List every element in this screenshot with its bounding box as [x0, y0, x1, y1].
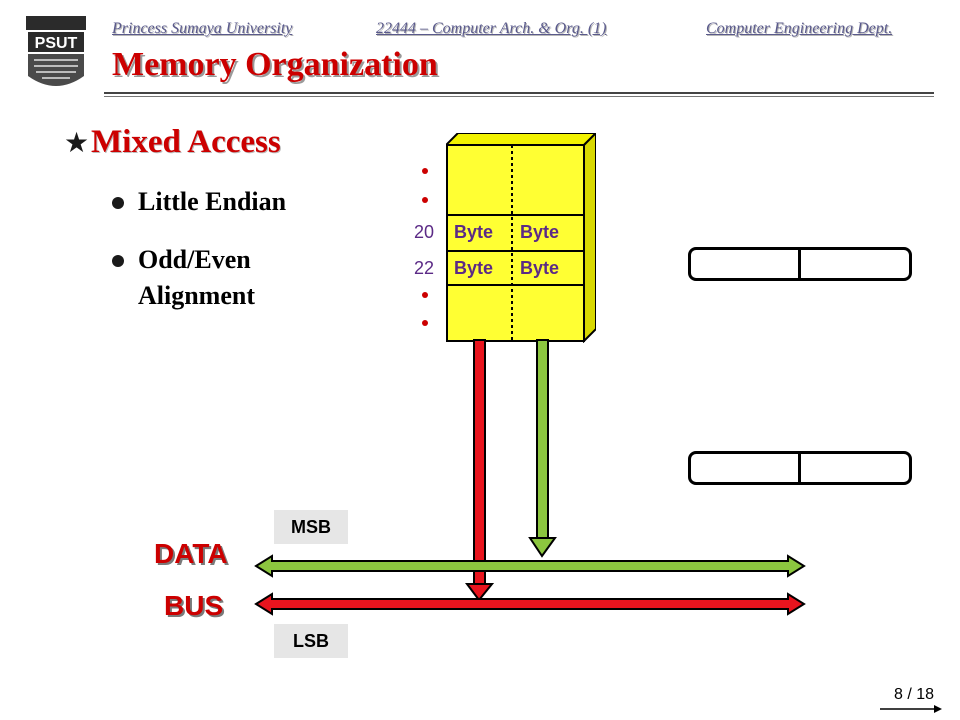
ellipsis-dot-icon [422, 168, 428, 174]
title-rule [104, 92, 934, 94]
data-bus-msb [254, 554, 806, 578]
lsb-label: LSB [274, 624, 348, 658]
address-22: 22 [414, 258, 435, 278]
msb-arrow [528, 339, 557, 558]
bullet-dot-icon [112, 197, 124, 209]
memory-cell-20-high: Byte [454, 222, 494, 242]
register-upper-divider [798, 247, 801, 281]
title-rule-thin [104, 96, 934, 97]
header-course: 22444 – Computer Arch. & Org. (1) [376, 20, 607, 37]
header-university: Princess Sumaya University [112, 20, 293, 37]
section-heading: Mixed Access [91, 124, 281, 160]
header-department: Computer Engineering Dept. [706, 20, 893, 37]
data-label: DATA [154, 538, 228, 569]
memory-cell-20-low: Byte [520, 222, 560, 242]
ellipsis-dot-icon [422, 320, 428, 326]
msb-label: MSB [274, 510, 348, 544]
bus-label: BUS [164, 590, 224, 621]
star-bullet-icon: ★ [64, 128, 90, 159]
memory-cell-22-high: Byte [454, 258, 494, 278]
slide-title: Memory Organization [112, 46, 438, 83]
ellipsis-dot-icon [422, 292, 428, 298]
bullet-dot-icon [112, 255, 124, 267]
lsb-arrow [465, 339, 495, 602]
university-logo: PSUT [24, 14, 88, 96]
memory-block [443, 130, 599, 344]
ellipsis-dot-icon [422, 197, 428, 203]
page-number: 8 / 18 [893, 686, 934, 703]
address-20: 20 [414, 222, 435, 242]
psut-logo-icon: PSUT [26, 16, 86, 86]
bullet-little-endian: Little Endian [138, 187, 287, 216]
bullet-odd-even: Odd/Even Alignment [138, 245, 255, 310]
svg-text:PSUT: PSUT [35, 35, 78, 52]
memory-cell-22-low: Byte [520, 258, 560, 278]
data-bus-lsb [254, 592, 806, 616]
next-page-arrow [880, 705, 942, 713]
register-lower-divider [798, 451, 801, 485]
